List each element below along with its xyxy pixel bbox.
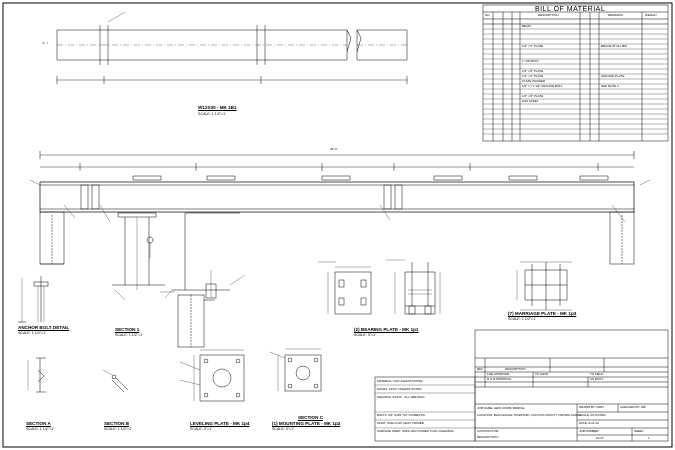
bom-title: BILL OF MATERIAL: [535, 6, 606, 13]
tb-date: DATE: 8-24-10: [579, 421, 599, 425]
tb-description2: DESCRIPTION:: [477, 435, 499, 439]
note-holes: HOLES: 13/16" UNLESS NOTED: [377, 387, 422, 391]
bom-header-description: DESCRIPTION: [538, 13, 559, 17]
tb-description: DESCRIPTION: [505, 367, 526, 371]
bearing-plate-scale: SCALE: 3"=1': [354, 333, 376, 337]
note-bolts: BOLTS: 3/4" A325 "SC"-DOMESTIC: [377, 413, 426, 417]
anchor-bolt-label: ANCHOR BOLT DETAIL: [18, 325, 70, 330]
section1-scale: SCALE: 1 1/2"=1': [115, 333, 143, 337]
mounting-plate-label: (1) MOUNTING PLATE - MK 1p2: [272, 421, 341, 426]
bom-row-desc: 1/2" x 7 x 1/2" ANCHOR BOLT: [522, 84, 563, 88]
leveling-plate-scale: SCALE: 3"=1': [190, 427, 212, 431]
section-a-detail: [27, 357, 46, 393]
tb-job-number: 10-47: [596, 436, 604, 440]
bom-row-desc: 1/2" x 8" PLATE: [522, 94, 544, 98]
top-view-label: W12X30 - MK 1B1: [198, 105, 237, 110]
marriage-plate-detail: [516, 261, 572, 311]
section-b-detail: [102, 369, 129, 393]
bom-row-desc: BEAM: [522, 24, 531, 28]
mounting-plate-scale: SCALE: 3"=1': [272, 427, 294, 431]
leveling-plate-label: LEVELING PLATE - MK 1p4: [190, 421, 250, 426]
tb-scale: SCALE: AS NOTED: [579, 413, 606, 417]
bom-table: [482, 4, 669, 142]
bom-row-desc: HSS STEEL: [522, 99, 539, 103]
marriage-plate-scale: SCALE: 1 1/2"=1': [508, 317, 536, 321]
note-paint: PAINT: ONE COAT GRAY PRIMER: [377, 421, 424, 425]
tb-rev: REV: [477, 367, 484, 371]
anchor-bolt-detail: [18, 276, 49, 323]
section1-label: SECTION 1: [115, 327, 140, 332]
bom-header-remarks: REMARKS: [608, 13, 623, 17]
tb-drawn-by: DRAWN BY: DWN: [579, 405, 604, 409]
anchor-bolt-scale: SCALE: 1 1/2"=1': [18, 331, 46, 335]
tb-rev-approval: R & R APPROVAL: [487, 377, 512, 381]
tb-job-name: JOB NAME: HEW COMM. BRIDGE: [477, 406, 525, 410]
marriage-plate-label: (7) MARRIAGE PLATE - MK 1p3: [508, 311, 577, 316]
leveling-plate-detail: [179, 349, 245, 402]
note-welding: WELDING: E70XX - ALL WELDING: [377, 395, 425, 399]
bom-row-remark: BRACE AT ALL BM: [601, 44, 627, 48]
bom-row-desc: 1/2" x 5" PLATE: [522, 44, 544, 48]
bom-row-remark: SEE NOTE 2: [601, 84, 619, 88]
tb-to-field: TO FIELD: [590, 372, 604, 376]
section-b-label: SECTION B: [104, 421, 130, 426]
note-material: MATERIAL: A36 UNLESS NOTED: [377, 379, 423, 383]
bom-header-no: NO.: [485, 13, 491, 17]
tb-job-number-label: JOB NUMBER: [579, 429, 599, 433]
tb-as-built: AS BUILT: [590, 377, 604, 381]
tb-sheet-label: SHEET: [634, 429, 645, 433]
tb-sheet: 1: [648, 436, 650, 440]
top-view-scale: SCALE: 1 1/2"=1': [198, 112, 226, 116]
title-block: [474, 329, 669, 442]
bom-row-desc: 1/2" x 6" PLATE: [522, 74, 544, 78]
mounting-plate-detail: [269, 348, 322, 392]
top-view-beam: [42, 11, 408, 84]
bom-row-desc: PLATE WASHER: [522, 79, 546, 83]
tb-for-approval: FOR APPROVAL: [487, 372, 510, 376]
bearing-plate-label: (2) BEARING PLATE - MK 1p1: [354, 327, 419, 332]
main-elevation: [29, 151, 651, 265]
bom-row-remark: GROUND PLATE: [601, 74, 625, 78]
bom-header-weight: WEIGHT: [645, 13, 657, 17]
section-b-scale: SCALE: 1 1/2"=1': [104, 427, 132, 431]
bom-row-desc: 1/2" x 8" PLATE: [522, 69, 544, 73]
tb-location: LOCATION: BALD EAGLE TOWNSHIP, CLINTON C…: [477, 413, 582, 417]
overall-dimension: 26'-4": [330, 147, 338, 151]
section-c-label: SECTION C: [298, 415, 324, 420]
section-a-label: SECTION A: [26, 421, 51, 426]
tb-checked-by: CHECKED BY: MB: [620, 405, 646, 409]
bom-row-desc: 1" DIA BOLT: [522, 59, 539, 63]
section1-detail: [112, 212, 246, 348]
bearing-plate-detail: [318, 259, 441, 315]
note-surface-prep: SURFACE PREP: SSPC-SP2 POWER TOOL CLEANI…: [377, 429, 454, 433]
section-a-scale: SCALE: 1 1/2"=1': [26, 427, 54, 431]
tb-contractor: CONTRACTOR:: [477, 429, 499, 433]
tb-to-shop: TO SHOP: [535, 372, 549, 376]
